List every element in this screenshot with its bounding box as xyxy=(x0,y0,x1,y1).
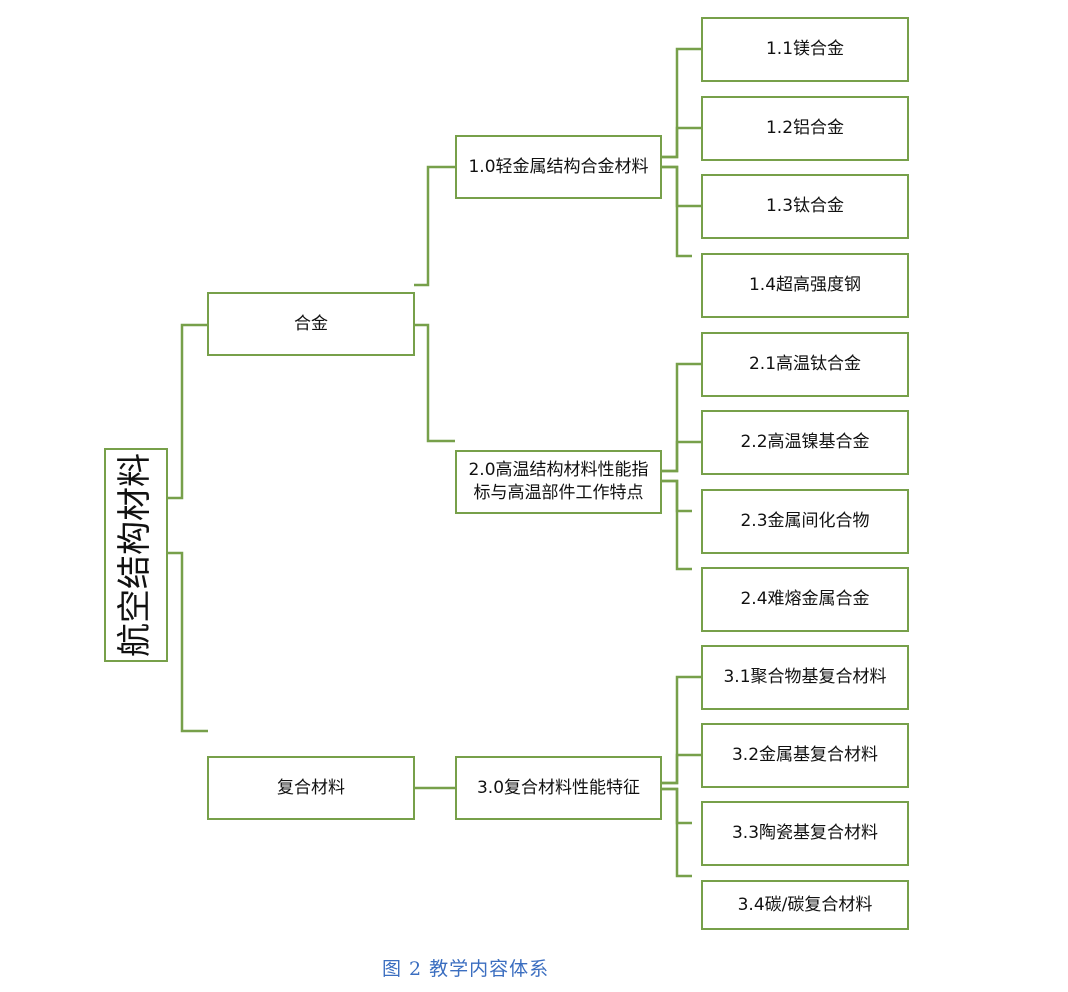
node-composite-perf-label: 3.0复合材料性能特征 xyxy=(476,777,641,798)
connector-2-4 xyxy=(661,479,692,571)
leaf-node: 2.1高温钛合金 xyxy=(701,332,909,397)
leaf-label: 1.1镁合金 xyxy=(765,39,845,60)
root-label: 航空结构材料 xyxy=(115,452,156,657)
leaf-label: 1.3钛合金 xyxy=(765,196,845,217)
leaf-node: 3.3陶瓷基复合材料 xyxy=(701,801,909,866)
connector-3-4 xyxy=(661,787,692,878)
connector-1-4 xyxy=(661,165,692,258)
leaf-node: 3.4碳/碳复合材料 xyxy=(701,880,909,930)
node-alloy-label: 合金 xyxy=(294,313,328,334)
leaf-label: 2.4难熔金属合金 xyxy=(740,589,870,610)
connector-2-1 xyxy=(661,362,702,473)
leaf-label: 2.3金属间化合物 xyxy=(740,511,870,532)
leaf-node: 2.3金属间化合物 xyxy=(701,489,909,554)
node-high-temp: 2.0高温结构材料性能指 标与高温部件工作特点 xyxy=(455,450,662,514)
figure-caption: 图 2 教学内容体系 xyxy=(382,958,550,980)
connector-3-1 xyxy=(661,675,702,785)
leaf-label: 3.1聚合物基复合材料 xyxy=(723,667,887,688)
connector-2-2 xyxy=(661,440,702,473)
leaf-node: 1.1镁合金 xyxy=(701,17,909,82)
connector-root-alloy xyxy=(167,323,208,500)
connector-1-2 xyxy=(661,126,702,159)
leaf-label: 2.2高温镍基合金 xyxy=(740,432,870,453)
connector-1-1 xyxy=(661,47,702,159)
root-node: 航空结构材料 xyxy=(104,448,168,662)
leaf-label: 1.4超高强度钢 xyxy=(748,275,862,296)
node-light-alloy-label: 1.0轻金属结构合金材料 xyxy=(468,156,649,177)
leaf-node: 3.1聚合物基复合材料 xyxy=(701,645,909,710)
connector-root-composite xyxy=(167,551,208,733)
leaf-label: 3.4碳/碳复合材料 xyxy=(737,894,873,915)
leaf-node: 3.2金属基复合材料 xyxy=(701,723,909,788)
connector-1-3 xyxy=(661,165,702,208)
leaf-label: 2.1高温钛合金 xyxy=(748,354,862,375)
leaf-node: 2.2高温镍基合金 xyxy=(701,410,909,475)
node-composite-label: 复合材料 xyxy=(277,777,345,798)
leaf-node: 1.4超高强度钢 xyxy=(701,253,909,318)
leaf-node: 2.4难熔金属合金 xyxy=(701,567,909,632)
leaf-label: 3.2金属基复合材料 xyxy=(731,745,879,766)
connector-3-2 xyxy=(661,753,702,785)
leaf-label: 1.2铝合金 xyxy=(765,118,845,139)
connector-alloy-hightemp xyxy=(414,323,455,443)
node-composite-perf: 3.0复合材料性能特征 xyxy=(455,756,662,820)
node-alloy: 合金 xyxy=(207,292,415,356)
leaf-node: 1.2铝合金 xyxy=(701,96,909,161)
node-high-temp-label: 2.0高温结构材料性能指 标与高温部件工作特点 xyxy=(468,460,649,503)
connector-alloy-light xyxy=(414,165,455,287)
node-light-alloy: 1.0轻金属结构合金材料 xyxy=(455,135,662,199)
leaf-node: 1.3钛合金 xyxy=(701,174,909,239)
node-composite: 复合材料 xyxy=(207,756,415,820)
leaf-label: 3.3陶瓷基复合材料 xyxy=(731,823,879,844)
